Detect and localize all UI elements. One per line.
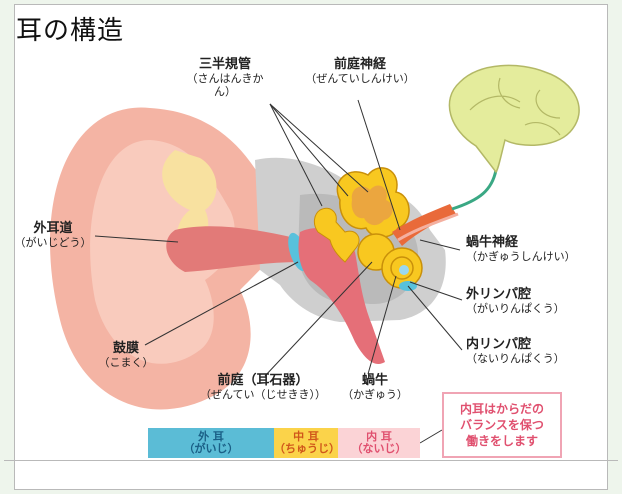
inner-ear-note: 内耳はからだの バランスを保つ 働きをします: [442, 392, 562, 458]
label-vestibule: 前庭（耳石器） （ぜんてい（じせきき））: [188, 374, 338, 402]
brain-shape: [449, 65, 579, 172]
scale-middle-ear: 中 耳 （ちゅうじ）: [274, 428, 338, 458]
scale-outer-ear: 外 耳 （がいじ）: [148, 428, 274, 458]
scale-inner-ear: 内 耳 （ないじ）: [338, 428, 420, 458]
label-ear-canal: 外耳道 （がいじどう）: [8, 222, 98, 250]
label-vestibular-nerve: 前庭神経 （ぜんていしんけい）: [300, 58, 420, 86]
label-perilymph: 外リンパ腔 （がいりんぱくう）: [466, 288, 596, 316]
label-endolymph: 内リンパ腔 （ないりんぱくう）: [466, 338, 596, 366]
label-cochlear-nerve: 蝸牛神経 （かぎゅうしんけい）: [466, 236, 616, 264]
label-cochlea: 蝸牛 （かぎゅう）: [335, 374, 415, 402]
nerve-to-brain: [452, 170, 496, 209]
label-eardrum: 鼓膜 （こまく）: [86, 342, 166, 370]
label-semicircular-canals: 三半規管 （さんはんきかん）: [180, 58, 270, 98]
